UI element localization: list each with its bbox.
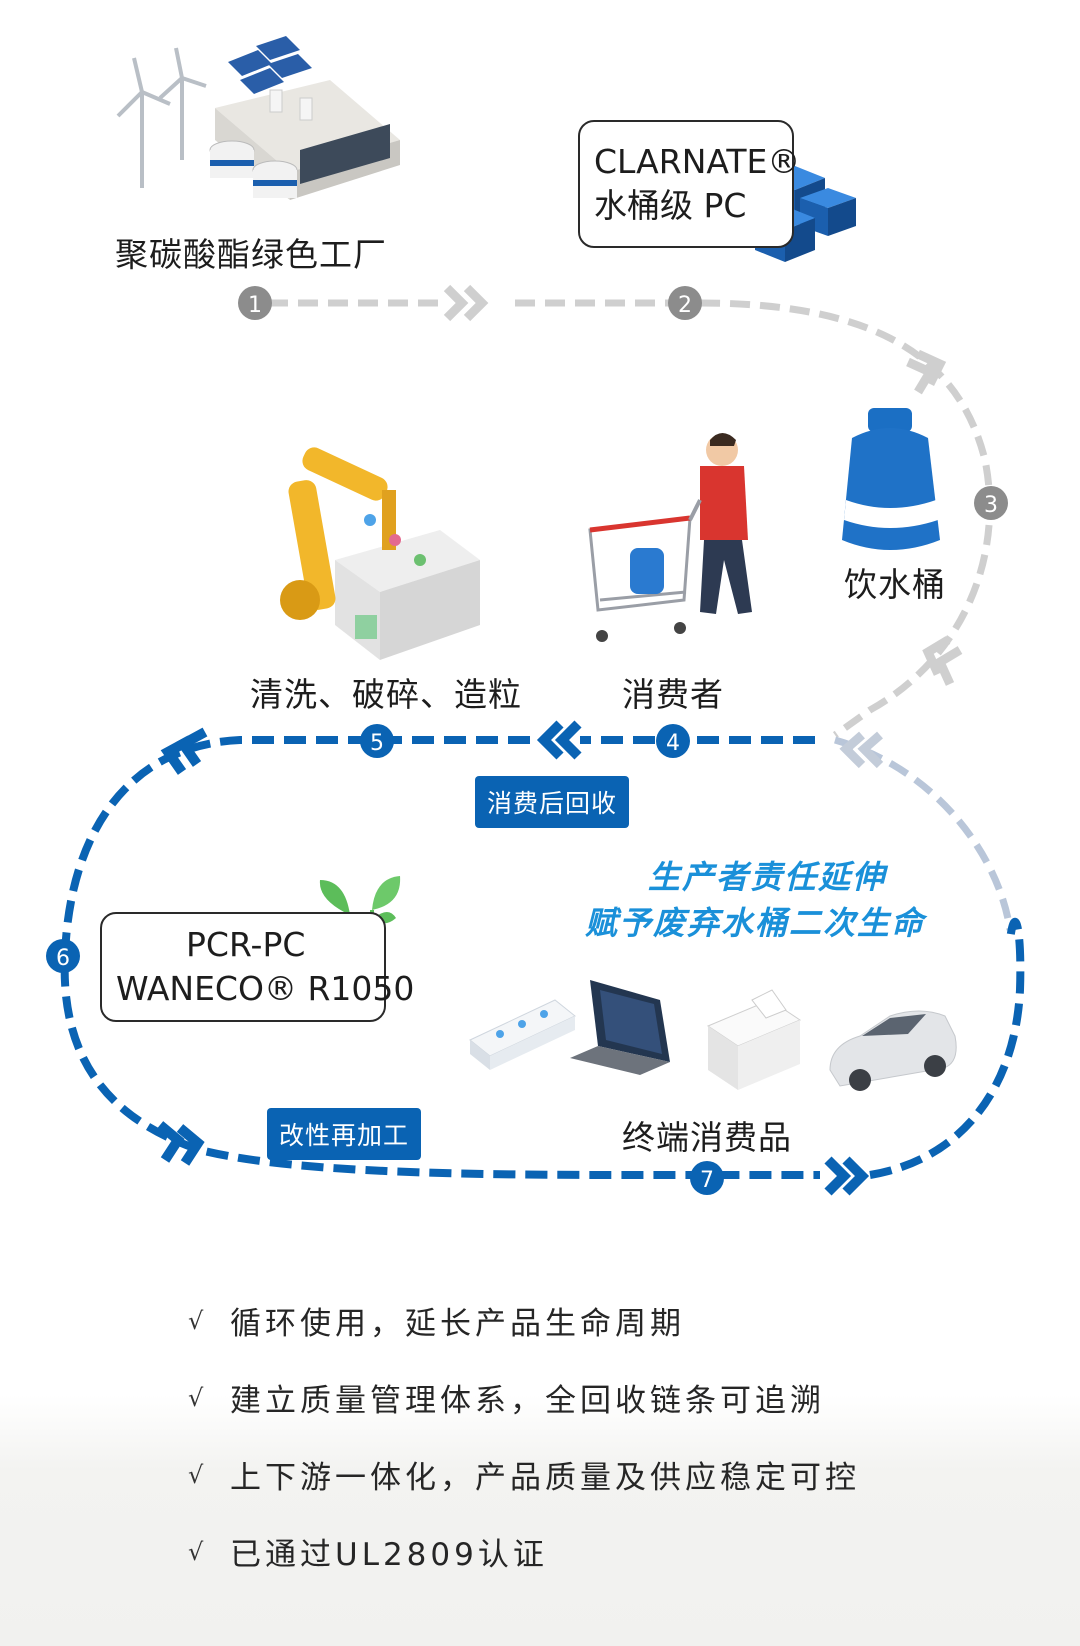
step-number: 4: [666, 731, 680, 756]
benefit-item: √ 循环使用，延长产品生命周期: [188, 1282, 860, 1359]
step-5-marker: 5: [360, 724, 394, 758]
step-6-marker: 6: [46, 939, 80, 973]
consumer-label: 消费者: [622, 675, 724, 714]
step-number: 1: [248, 293, 262, 318]
wind-turbine-icon: [116, 47, 207, 188]
laptop-icon: [570, 980, 670, 1075]
modification-tag: 改性再加工: [267, 1108, 422, 1160]
step-7-marker: 7: [690, 1161, 724, 1195]
robot-arm-icon: [280, 447, 480, 660]
check-icon: √: [188, 1306, 208, 1335]
check-icon: √: [188, 1383, 208, 1412]
factory-label: 聚碳酸酯绿色工厂: [115, 235, 387, 274]
step-number: 6: [56, 946, 70, 971]
pcr-product-box: PCR-PC WANECO® R1050: [100, 912, 415, 1022]
benefit-item: √ 上下游一体化，产品质量及供应稳定可控: [188, 1436, 860, 1513]
car-icon: [829, 1010, 957, 1091]
step-4-marker: 4: [656, 724, 690, 758]
benefit-text: 已通过UL2809认证: [230, 1537, 548, 1573]
blue-flow-loop: [60, 736, 1025, 1179]
water-bucket-icon: [842, 408, 940, 550]
benefit-item: √ 已通过UL2809认证: [188, 1513, 860, 1590]
slogan-line2: 赋予废弃水桶二次生命: [585, 904, 926, 942]
gray-chevrons: [443, 284, 963, 769]
step-1-marker: 1: [238, 286, 272, 320]
clarnate-product-box: CLARNATE® 水桶级 PC: [578, 120, 801, 248]
clarnate-grade: 水桶级 PC: [594, 186, 747, 225]
step-number: 7: [700, 1168, 714, 1193]
solar-panel-icon: [228, 36, 312, 94]
step-3-marker: 3: [974, 486, 1008, 520]
step-number: 5: [370, 731, 384, 756]
blue-chevrons: [156, 720, 870, 1196]
recycle-process-label: 清洗、破碎、造粒: [250, 675, 522, 714]
clarnate-name: CLARNATE®: [594, 142, 801, 181]
step-2-marker: 2: [668, 286, 702, 320]
pcr-name: PCR-PC: [186, 925, 306, 964]
check-icon: √: [188, 1537, 208, 1566]
benefit-text: 上下游一体化，产品质量及供应稳定可控: [230, 1460, 860, 1496]
power-strip-icon: [469, 999, 576, 1070]
slogan-line1: 生产者责任延伸: [648, 858, 887, 896]
printer-icon: [706, 989, 802, 1090]
post-consumer-tag: 消费后回收: [475, 776, 630, 828]
pcr-grade: WANECO® R1050: [116, 969, 415, 1008]
benefit-text: 建立质量管理体系，全回收链条可追溯: [230, 1383, 825, 1419]
end-products-label: 终端消费品: [622, 1118, 792, 1157]
step-number: 2: [678, 293, 692, 318]
check-icon: √: [188, 1460, 208, 1489]
benefits-list: √ 循环使用，延长产品生命周期 √ 建立质量管理体系，全回收链条可追溯 √ 上下…: [188, 1282, 860, 1590]
shopping-cart-icon: [588, 433, 752, 642]
benefit-item: √ 建立质量管理体系，全回收链条可追溯: [188, 1359, 860, 1436]
bucket-label: 饮水桶: [844, 565, 946, 604]
factory-icon: [209, 80, 400, 200]
benefit-text: 循环使用，延长产品生命周期: [230, 1306, 685, 1342]
step-number: 3: [984, 493, 998, 518]
